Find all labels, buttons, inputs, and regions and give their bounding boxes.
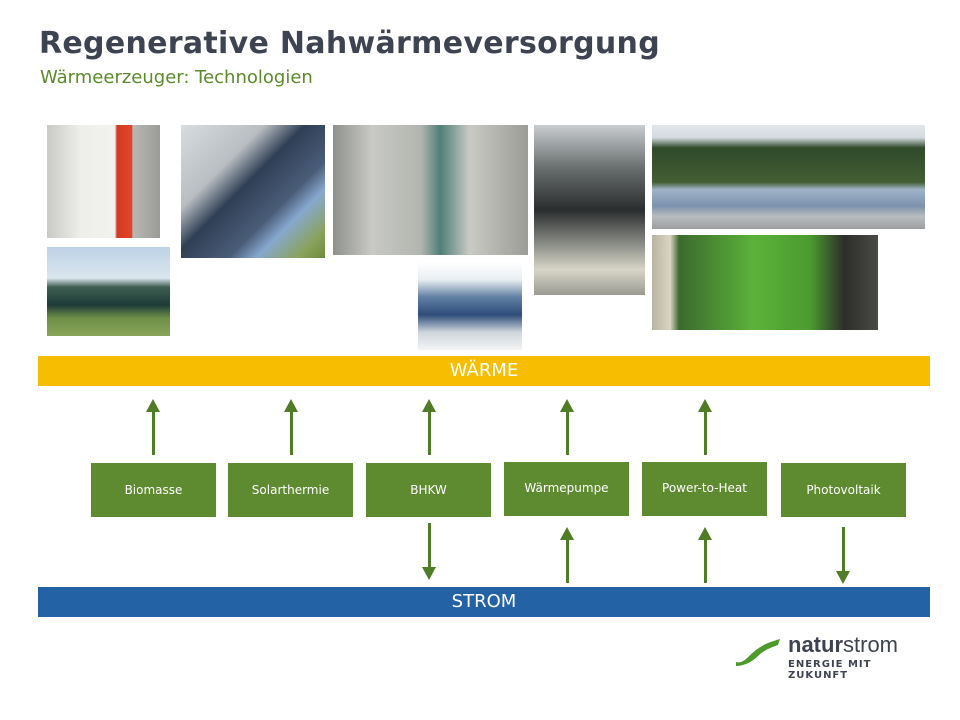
arrow-up-bhkw [422,399,436,455]
logo-name-rest: strom [843,632,898,657]
photo-biomass-boiler [47,125,160,238]
arrow-up-power-to-heat [698,399,712,455]
photo-biogas-plant [47,247,170,336]
photo-heat-pump [418,262,522,350]
power-bar: STROM [38,587,930,617]
tech-box-solarthermie: Solarthermie [228,463,353,517]
arrow-down-bhkw [422,523,436,580]
arrow-up-from-power-power-to-heat [698,527,712,583]
photo-power-to-heat [652,235,878,330]
photo-solar-thermal [181,125,325,258]
slide-subtitle: Wärmeerzeuger: Technologien [40,67,313,88]
arrow-up-solarthermie [284,399,298,455]
tech-box-bhkw: BHKW [366,463,491,517]
tech-box-biomasse: Biomasse [91,463,216,517]
tech-box-waermepumpe: Wärmepumpe [504,462,629,516]
logo-name-bold: natur [788,632,843,657]
photo-engine-room [534,125,645,295]
tech-box-photovoltaik: Photovoltaik [781,463,906,517]
tech-box-power-to-heat: Power-to-Heat [642,462,767,516]
arrow-up-from-power-waermepumpe [560,527,574,583]
photo-pv-roof [652,125,925,229]
slide-title: Regenerative Nahwärmeversorgung [39,26,660,61]
photo-chp-unit [333,125,528,255]
arrow-up-biomasse [146,399,160,455]
arrow-down-photovoltaik [836,527,850,584]
heat-bar: WÄRME [38,356,930,386]
logo-wave-icon [736,639,780,666]
naturstrom-logo: naturstrom ENERGIE MIT ZUKUNFT [728,628,928,681]
logo-tagline: ENERGIE MIT ZUKUNFT [788,659,872,681]
arrow-up-waermepumpe [560,399,574,455]
